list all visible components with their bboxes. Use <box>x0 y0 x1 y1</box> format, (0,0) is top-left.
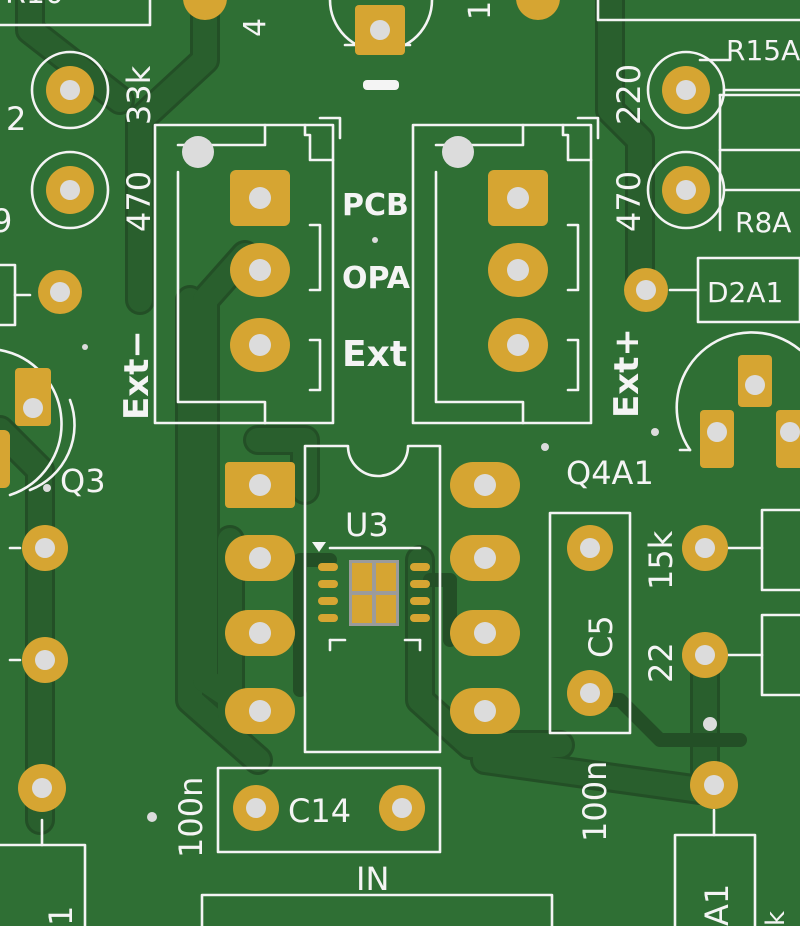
in-label: IN <box>356 860 389 898</box>
u3-label: U3 <box>345 506 389 544</box>
k-fragment: k <box>761 911 791 926</box>
value-100n-left: 100n <box>172 777 210 858</box>
value-470-left: 470 <box>120 171 158 232</box>
value-470-right: 470 <box>610 171 648 232</box>
r15a-label: R15A <box>726 34 800 67</box>
q4a1-label: Q4A1 <box>566 454 654 492</box>
fragment-9: 9 <box>0 202 12 240</box>
ext-label: Ext <box>342 334 407 375</box>
copper-traces <box>0 0 747 835</box>
pads <box>0 0 800 831</box>
opa-label: OPA <box>342 261 411 296</box>
bottom-left-fragment: 1 <box>42 906 80 926</box>
value-15k: 15k <box>642 530 680 590</box>
value-22: 22 <box>642 642 680 683</box>
q3-label: Q3 <box>60 462 106 500</box>
c5-label: C5 <box>582 615 620 658</box>
r10-label-fragment: R10 <box>5 0 64 11</box>
pcb-label: PCB <box>342 188 409 223</box>
d2a1-label: D2A1 <box>707 276 783 309</box>
vias <box>43 237 717 822</box>
fragment-4-top: 4 <box>238 18 273 37</box>
value-100n-right: 100n <box>576 761 614 842</box>
c14-label: C14 <box>288 792 351 830</box>
fragment-2: 2 <box>6 100 26 138</box>
value-220: 220 <box>610 64 648 125</box>
ext-minus-label: Ext− <box>117 330 157 420</box>
value-33k: 33k <box>120 65 158 125</box>
a1-label-fragment: A1 <box>698 884 736 926</box>
r8a-label: R8A <box>735 206 791 239</box>
ext-plus-label: Ext+ <box>607 328 647 418</box>
fragment-1-top: 1 <box>463 1 498 20</box>
